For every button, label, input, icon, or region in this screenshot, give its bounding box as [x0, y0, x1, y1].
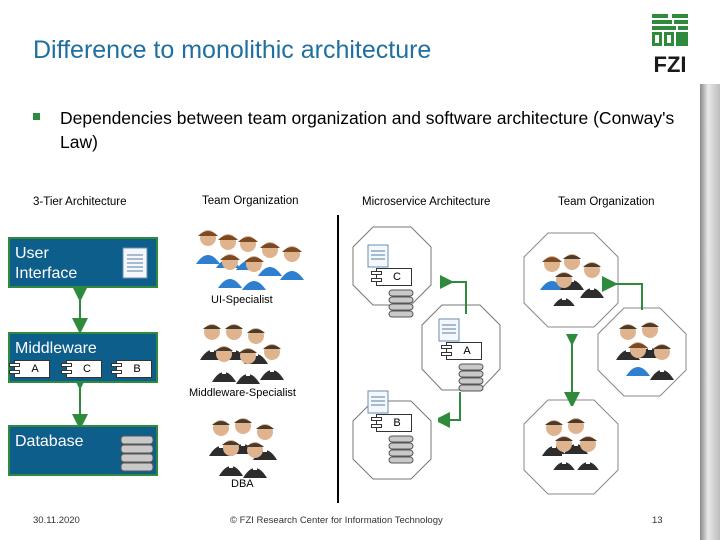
page-number: 13 [652, 515, 663, 526]
component-a: A [9, 360, 50, 378]
footer-credit: © FZI Research Center for Information Te… [230, 515, 443, 526]
dba-group-icon [209, 418, 277, 478]
service-doc-icon [367, 390, 389, 414]
footer-date: 30.11.2020 [33, 515, 80, 526]
dba-label: DBA [231, 478, 254, 490]
team-link-arrow [564, 334, 580, 406]
column-divider [337, 215, 339, 503]
service-link-arrow [440, 274, 467, 314]
document-icon [122, 247, 148, 279]
layer-label: User Interface [15, 245, 78, 282]
service-component-a: A [441, 342, 482, 360]
side-stripe [700, 84, 720, 540]
middleware-specialist-group-icon [200, 324, 284, 384]
heading-3-tier: 3-Tier Architecture [33, 196, 127, 208]
layer-label: Middleware [15, 340, 97, 357]
heading-team-left: Team Organization [202, 195, 299, 207]
heading-team-right: Team Organization [558, 196, 655, 208]
bullet-marker [33, 113, 40, 120]
ui-specialist-group-icon [196, 230, 304, 290]
service-link-arrow [438, 392, 461, 428]
layer-database: Database [8, 425, 158, 476]
team-link-arrow [602, 276, 643, 310]
service-db-icon [458, 363, 484, 392]
component-c: C [61, 360, 102, 378]
fzi-logo: FZI [652, 14, 688, 76]
component-b: B [111, 360, 152, 378]
logo-text: FZI [654, 52, 687, 76]
layer-user-interface: User Interface [8, 237, 158, 288]
team-right-middle-icon [616, 322, 674, 380]
service-component-c: C [371, 268, 412, 286]
database-icon [120, 435, 154, 472]
service-doc-icon [438, 318, 460, 342]
heading-microservice: Microservice Architecture [362, 196, 491, 208]
team-right-db-icon [542, 418, 600, 470]
service-db-icon [388, 289, 414, 318]
service-db-icon [388, 435, 414, 464]
layer-connectors [72, 288, 88, 430]
slide-title: Difference to monolithic architecture [33, 36, 432, 64]
bullet-text: Dependencies between team organization a… [60, 108, 675, 152]
middleware-specialist-label: Middleware-Specialist [189, 387, 296, 399]
service-doc-icon [367, 244, 389, 268]
ui-specialist-label: UI-Specialist [211, 294, 273, 306]
service-component-b: B [371, 414, 412, 432]
layer-label: Database [15, 433, 84, 450]
